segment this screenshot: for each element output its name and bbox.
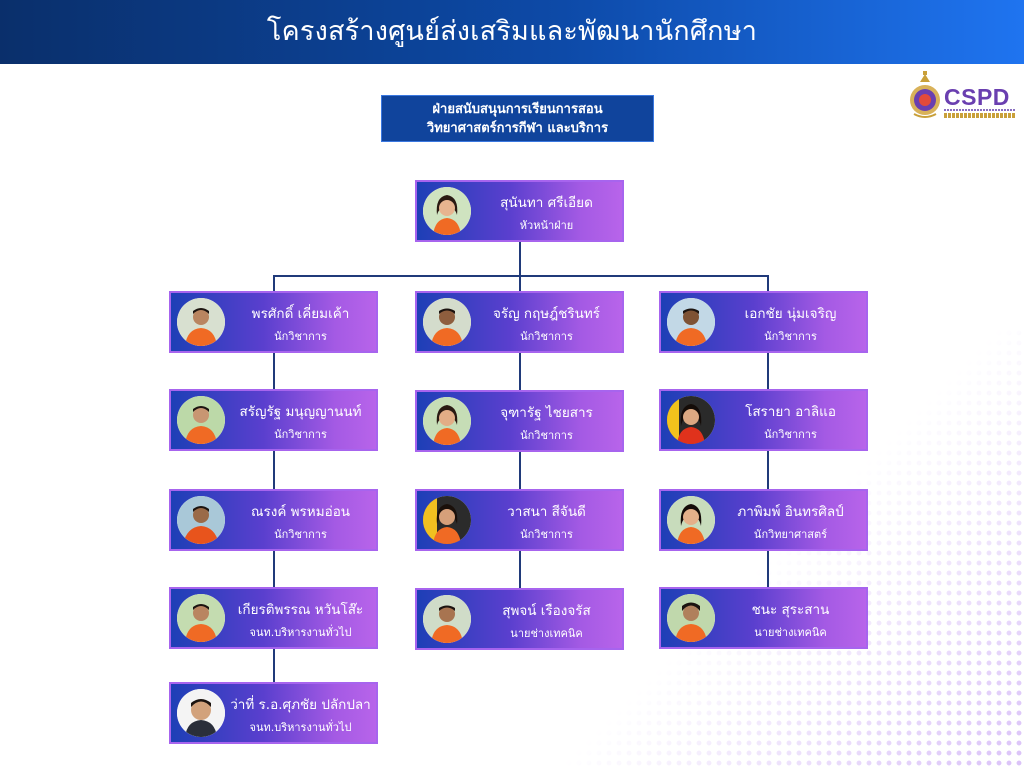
person-card: ภาพิมพ์ อินทรศิลป์ นักวิทยาศาสตร์ <box>659 489 868 551</box>
person-card: ณรงค์ พรหมอ่อน นักวิชาการ <box>169 489 378 551</box>
person-role: นักวิชาการ <box>764 428 817 441</box>
person-role: จนท.บริหารงานทั่วไป <box>249 626 352 639</box>
person-name: ว่าที่ ร.อ.ศุภชัย ปลักปลา <box>230 697 371 713</box>
person-avatar-icon <box>423 187 471 235</box>
person-role: นักวิชาการ <box>274 528 327 541</box>
person-name: สุนันทา ศรีเอียด <box>500 195 593 211</box>
person-role: นักวิชาการ <box>520 330 573 343</box>
person-avatar-icon <box>177 396 225 444</box>
person-card: โสรายา อาลิแอ นักวิชาการ <box>659 389 868 451</box>
avatar <box>177 689 225 737</box>
logo-text: CSPD <box>944 84 1010 110</box>
university-emblem-icon <box>910 71 940 118</box>
page-title: โครงสร้างศูนย์ส่งเสริมและพัฒนานักศึกษา <box>266 16 758 47</box>
person-avatar-icon <box>423 595 471 643</box>
avatar <box>423 595 471 643</box>
person-role: นักวิทยาศาสตร์ <box>753 528 828 541</box>
logo-subtitle-line <box>944 109 1016 111</box>
department-line-2: วิทยาศาสตร์การกีฬา และบริการ <box>426 120 609 136</box>
department-line-1: ฝ่ายสนับสนุนการเรียนการสอน <box>432 101 603 117</box>
person-card: ชนะ สุระสาน นายช่างเทคนิค <box>659 587 868 649</box>
person-card: เอกชัย นุ่มเจริญ นักวิชาการ <box>659 291 868 353</box>
person-role: นักวิชาการ <box>764 330 817 343</box>
person-name: โสรายา อาลิแอ <box>745 404 836 420</box>
logo-university-line <box>944 113 1016 118</box>
person-card-head: สุนันทา ศรีเอียด หัวหน้าฝ่าย <box>415 180 624 242</box>
avatar <box>667 496 715 544</box>
person-role: นักวิชาการ <box>520 429 573 442</box>
avatar <box>667 298 715 346</box>
person-avatar-icon <box>423 496 471 544</box>
connector-head-down <box>519 240 521 275</box>
person-avatar-icon <box>177 298 225 346</box>
person-name: ภาพิมพ์ อินทรศิลป์ <box>737 504 844 520</box>
person-avatar-icon <box>423 397 471 445</box>
person-name: ณรงค์ พรหมอ่อน <box>250 504 351 520</box>
person-card: จุฑารัฐ ไชยสาร นักวิชาการ <box>415 390 624 452</box>
person-avatar-icon <box>177 689 225 737</box>
avatar <box>177 298 225 346</box>
avatar <box>177 496 225 544</box>
avatar <box>177 594 225 642</box>
person-name: สุพจน์ เรืองจรัส <box>502 603 591 619</box>
person-avatar-icon <box>667 496 715 544</box>
header-bar <box>0 0 1024 64</box>
person-role: หัวหน้าฝ่าย <box>519 219 574 232</box>
department-box: ฝ่ายสนับสนุนการเรียนการสอน วิทยาศาสตร์กา… <box>381 95 654 142</box>
person-avatar-icon <box>667 594 715 642</box>
person-avatar-icon <box>423 298 471 346</box>
connector-horizontal <box>273 275 769 277</box>
avatar <box>423 496 471 544</box>
person-name: วาสนา สีจันดี <box>507 504 586 520</box>
person-name: สรัญรัฐ มนุญญานนท์ <box>239 404 362 420</box>
connector-column-1 <box>273 275 275 683</box>
person-card: พรศักดิ์ เคี่ยมเค้า นักวิชาการ <box>169 291 378 353</box>
person-card: สรัญรัฐ มนุญญานนท์ นักวิชาการ <box>169 389 378 451</box>
avatar <box>667 396 715 444</box>
person-name: ชนะ สุระสาน <box>751 602 830 618</box>
person-avatar-icon <box>177 594 225 642</box>
person-card: จรัญ กฤษฎ์ชรินทร์ นักวิชาการ <box>415 291 624 353</box>
person-avatar-icon <box>177 496 225 544</box>
avatar <box>423 397 471 445</box>
person-name: เอกชัย นุ่มเจริญ <box>744 306 837 322</box>
person-role: นักวิชาการ <box>520 528 573 541</box>
person-role: นักวิชาการ <box>274 428 327 441</box>
avatar <box>423 298 471 346</box>
person-name: จรัญ กฤษฎ์ชรินทร์ <box>492 306 601 322</box>
avatar <box>667 594 715 642</box>
person-name: เกียรติพรรณ หวันโส๊ะ <box>237 602 364 618</box>
person-avatar-icon <box>667 396 715 444</box>
person-avatar-icon <box>667 298 715 346</box>
person-role: จนท.บริหารงานทั่วไป <box>249 721 352 734</box>
cspd-logo: CSPD <box>906 70 1016 122</box>
person-name: พรศักดิ์ เคี่ยมเค้า <box>251 306 350 322</box>
person-role: นักวิชาการ <box>274 330 327 343</box>
avatar <box>423 187 471 235</box>
person-card: ว่าที่ ร.อ.ศุภชัย ปลักปลา จนท.บริหารงานท… <box>169 682 378 744</box>
person-card: วาสนา สีจันดี นักวิชาการ <box>415 489 624 551</box>
person-role: นายช่างเทคนิค <box>754 626 827 639</box>
person-card: เกียรติพรรณ หวันโส๊ะ จนท.บริหารงานทั่วไป <box>169 587 378 649</box>
avatar <box>177 396 225 444</box>
person-card: สุพจน์ เรืองจรัส นายช่างเทคนิค <box>415 588 624 650</box>
person-name: จุฑารัฐ ไชยสาร <box>500 405 593 421</box>
person-role: นายช่างเทคนิค <box>510 627 583 640</box>
